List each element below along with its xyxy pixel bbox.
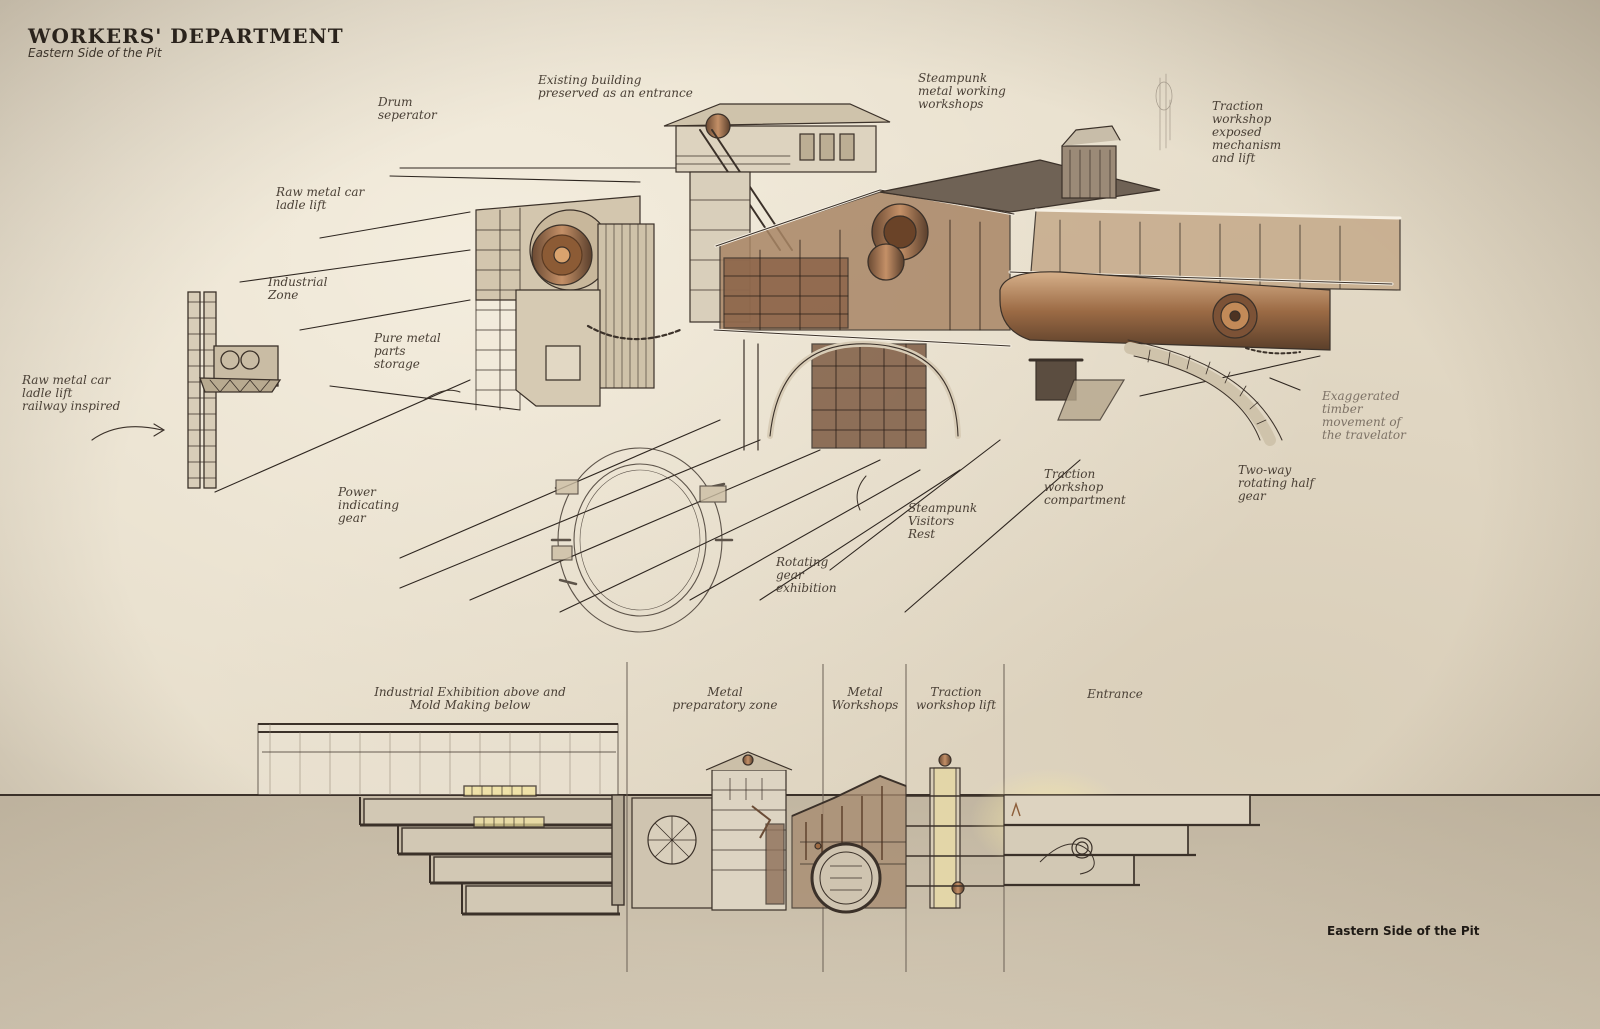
annotation-traction-workshop: Traction workshop exposed mechanism and … [1212, 99, 1282, 165]
zone-label-metal-prep: Metal preparatory zone [672, 685, 778, 712]
annotation-rotating-gear: Rotating gear exhibition [776, 555, 837, 595]
right-wing [999, 125, 1402, 446]
annotation-raw-metal-railway: Raw metal car ladle lift railway inspire… [22, 373, 121, 413]
zone-label-traction-lift: Traction workshop lift [915, 685, 997, 712]
annotation-industrial-zone: Industrial Zone [268, 275, 328, 302]
underground-floors [359, 785, 625, 916]
drum-separator-block [475, 195, 682, 411]
traction-lift-section [906, 753, 1004, 909]
rotating-gear-ring [550, 447, 734, 633]
page-subtitle: Eastern Side of the Pit [28, 46, 162, 60]
annotation-visitors-rest: Steampunk Visitors Rest [908, 501, 978, 541]
note-arrow-3 [856, 475, 867, 511]
main-hall [712, 159, 1161, 451]
zone-label-metal-workshops: Metal Workshops [831, 685, 899, 712]
existing-building [663, 103, 891, 323]
annotation-drum-separator: Drum seperator [378, 95, 437, 122]
note-arrow-2 [423, 389, 461, 401]
entrance-section [970, 768, 1260, 887]
ladle-lift-rail [187, 291, 282, 489]
faint-sketch [1155, 73, 1173, 151]
annotation-steampunk-workshops: Steampunk metal working workshops [918, 71, 1006, 111]
note-arrow [91, 423, 166, 441]
annotation-two-way-gear: Two-way rotating half gear [1238, 463, 1314, 503]
section-caption: Eastern Side of the Pit [1327, 924, 1480, 938]
axonometric-view [91, 73, 1402, 633]
annotation-power-gear: Power indicating gear [338, 485, 400, 525]
page-title: WORKERS' DEPARTMENT [28, 24, 344, 48]
zone-label-industrial: Industrial Exhibition above and Mold Mak… [374, 685, 566, 712]
annotation-pure-metal-storage: Pure metal parts storage [374, 331, 441, 371]
section-view [0, 662, 1600, 1029]
leader-lines [214, 167, 1321, 613]
metal-prep-section [631, 751, 793, 911]
annotation-exaggerated-movement: Exaggerated timber movement of the trave… [1322, 389, 1406, 442]
zone-label-entrance: Entrance [1087, 687, 1143, 701]
exhibition-hall [257, 723, 619, 796]
metal-workshops-section [791, 774, 907, 914]
annotation-raw-metal-ladle-lift: Raw metal car ladle lift [276, 185, 365, 212]
annotation-traction-compartment: Traction workshop compartment [1044, 467, 1126, 507]
annotation-existing-building: Existing building preserved as an entran… [538, 73, 693, 100]
